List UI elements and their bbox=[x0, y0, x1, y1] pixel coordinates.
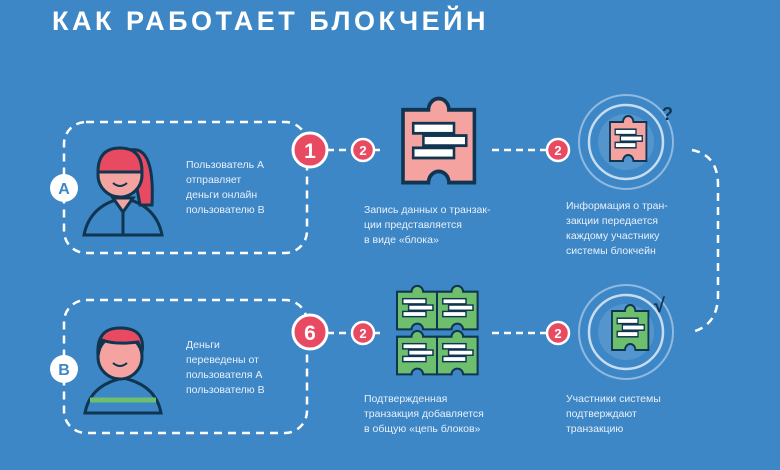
user-b-badge: B bbox=[50, 355, 78, 383]
svg-text:2: 2 bbox=[359, 143, 366, 158]
confirmation-icon: √ bbox=[578, 284, 674, 380]
step-badge-1: 1 bbox=[291, 131, 329, 169]
step-badge-6: 6 bbox=[291, 313, 329, 351]
confirm-description: Участники системы подтверждают транзакци… bbox=[566, 393, 661, 435]
svg-text:2: 2 bbox=[359, 326, 366, 341]
user-a-label: A bbox=[58, 181, 70, 198]
svg-text:6: 6 bbox=[304, 322, 316, 345]
chain-description: Подтвержденная транзакция добавляется в … bbox=[364, 393, 484, 435]
step-badge-2d: 2 bbox=[545, 320, 571, 346]
block-description: Запись данных о транзак- ции представляе… bbox=[364, 204, 491, 246]
step-badge-2a: 2 bbox=[350, 137, 376, 163]
step-badge-2c: 2 bbox=[350, 320, 376, 346]
question-mark-icon: ? bbox=[662, 104, 673, 124]
broadcast-icon: ? bbox=[578, 94, 674, 190]
broadcast-description: Информация о тран- закции передается каж… bbox=[566, 200, 668, 257]
user-b-avatar-icon bbox=[83, 326, 163, 415]
user-a-badge: A bbox=[50, 174, 78, 202]
user-b-description: Деньги переведены от пользователя А поль… bbox=[186, 339, 265, 396]
svg-text:1: 1 bbox=[304, 140, 316, 163]
user-a-avatar-icon bbox=[82, 146, 164, 237]
check-mark-icon: √ bbox=[654, 295, 666, 317]
user-b-label: B bbox=[58, 362, 70, 379]
transaction-block-icon bbox=[401, 96, 477, 185]
svg-text:2: 2 bbox=[554, 143, 561, 158]
svg-text:2: 2 bbox=[554, 326, 561, 341]
step-badge-2b: 2 bbox=[545, 137, 571, 163]
page-title: КАК РАБОТАЕТ БЛОКЧЕЙН bbox=[52, 6, 490, 36]
block-chain-icon bbox=[395, 284, 479, 376]
user-a-description: Пользователь А отправляет деньги онлайн … bbox=[186, 159, 265, 216]
